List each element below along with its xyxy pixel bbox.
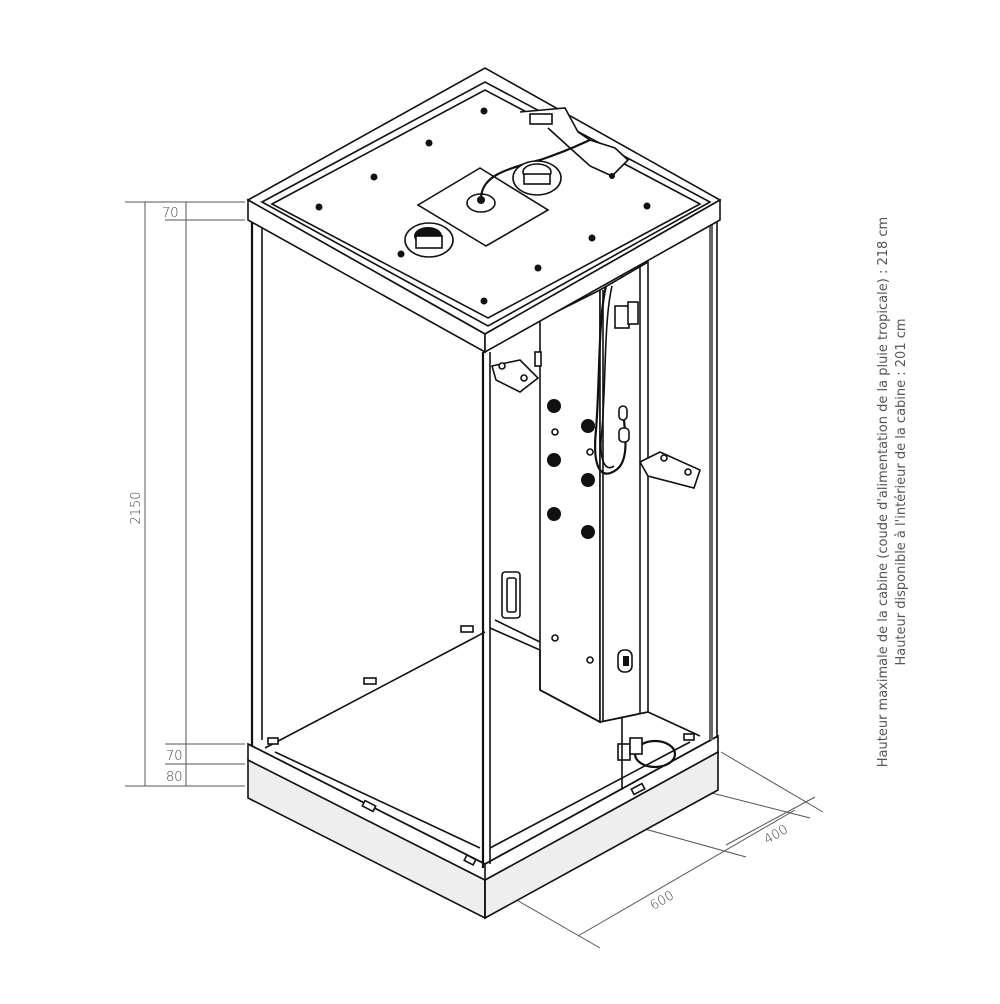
body-jet: [547, 399, 561, 413]
body-jet: [547, 507, 561, 521]
led-light: [588, 234, 596, 242]
led-light: [425, 139, 433, 147]
accessories: [490, 351, 701, 619]
tray-clip: [630, 782, 646, 796]
mixer-knob: [618, 405, 628, 421]
tray-clip: [683, 733, 695, 741]
led-light: [643, 202, 651, 210]
hand-shower-holder: [614, 305, 630, 329]
led-light: [480, 107, 488, 115]
body-jets: [547, 399, 595, 664]
corner-shelf-right: [638, 451, 701, 489]
body-jet: [581, 473, 595, 487]
ventilation-fan-left: [404, 222, 454, 258]
width-dimension-label: 600: [648, 888, 677, 913]
hydromassage-column: [489, 260, 701, 737]
top-frame-height-label: 70: [162, 206, 179, 221]
tray-clip: [363, 677, 377, 685]
max-height-note: Hauteur maximale de la cabine (coude d'a…: [876, 217, 891, 767]
roof-led-lights: [315, 107, 651, 305]
ventilation-fan-right: [512, 160, 562, 196]
led-light: [480, 297, 488, 305]
led-light: [315, 203, 323, 211]
shower-tray: [247, 625, 719, 920]
hand-shower-hose: [594, 285, 627, 475]
led-light: [370, 173, 378, 181]
led-light: [397, 250, 405, 258]
body-jet: [581, 419, 595, 433]
height-notes: Hauteur maximale de la cabine (coude d'a…: [876, 217, 909, 767]
tray-clip: [267, 737, 279, 745]
led-light: [534, 264, 542, 272]
base-rim-height-label: 70: [166, 749, 183, 764]
led-light: [609, 173, 615, 179]
mixer-knob: [618, 427, 630, 443]
height-dimension-group: 70 70 80 2150: [125, 201, 245, 787]
tray-clip: [361, 799, 377, 813]
base-plinth-height-label: 80: [166, 770, 183, 785]
tray-clip: [460, 625, 474, 633]
inner-height-note: Hauteur disponible à l'intérieur de la c…: [894, 318, 909, 665]
total-height-label: 2150: [129, 491, 144, 524]
body-jet: [547, 453, 561, 467]
rain-shower-supply-pipe: [479, 138, 591, 199]
depth-dimension-label: 400: [762, 822, 791, 847]
roof-panel: [246, 67, 722, 354]
tray-clip: [463, 853, 477, 867]
body-jet: [581, 525, 595, 539]
